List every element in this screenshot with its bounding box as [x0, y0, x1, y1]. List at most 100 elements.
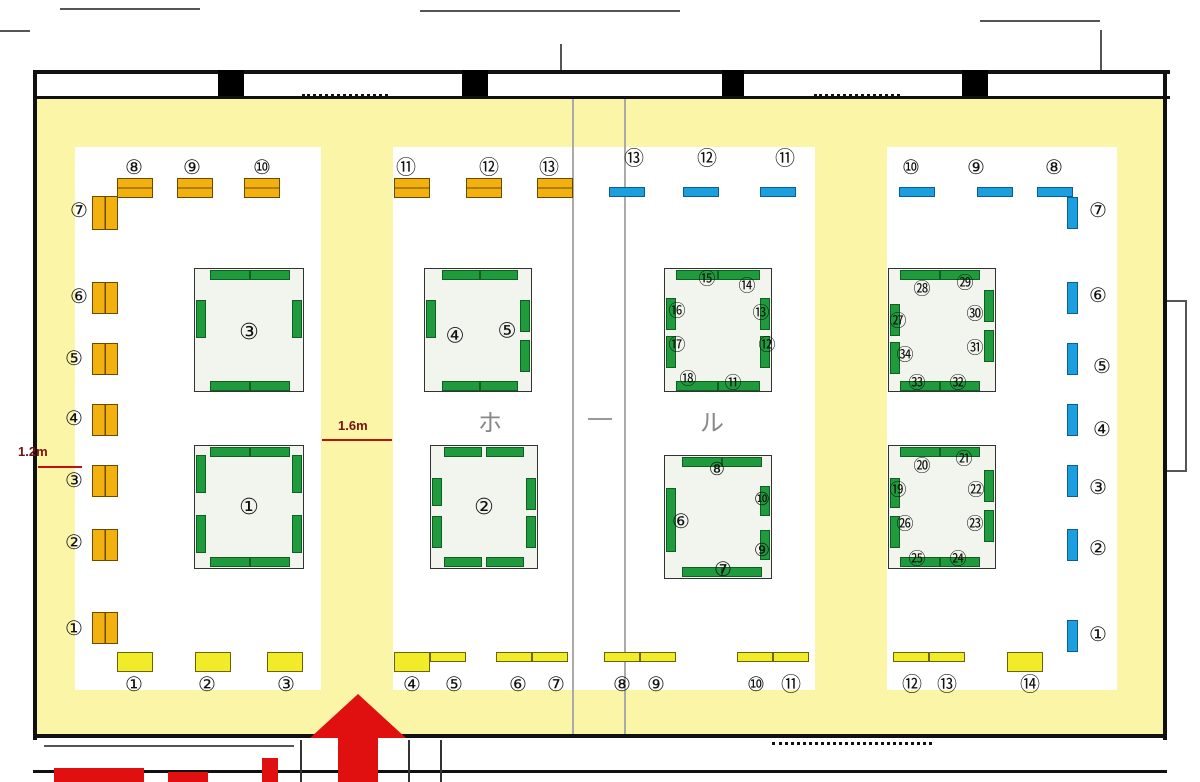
blue-table	[683, 187, 719, 197]
green-table	[526, 516, 536, 548]
outside-outline	[1167, 470, 1187, 472]
green-table	[210, 381, 250, 391]
wall-top	[36, 70, 1170, 74]
green-table	[520, 300, 530, 332]
orange-table	[537, 178, 573, 198]
green-table	[292, 455, 302, 493]
blue-number: ①	[1089, 622, 1107, 646]
orange-number: ①	[65, 616, 83, 640]
green-table	[682, 567, 722, 577]
island-number: ㉕	[908, 549, 926, 570]
island-number: ⑬	[752, 303, 770, 324]
hall-text-right: ル	[700, 409, 724, 437]
outside-outline	[980, 20, 1100, 22]
blue-number: ⑤	[1093, 354, 1111, 378]
outside-outline	[0, 30, 30, 32]
outside-outline	[420, 10, 680, 12]
island-number: ⑨	[753, 540, 771, 561]
orange-table	[244, 178, 280, 198]
green-table	[526, 478, 536, 510]
island-number: ㉝	[908, 373, 926, 394]
island-number: ㉔	[949, 549, 967, 570]
yellow-table	[737, 652, 773, 662]
aisle-center-right	[815, 99, 887, 734]
orange-table	[92, 343, 118, 375]
outside-outline	[1167, 300, 1187, 302]
island-number: ⑦	[714, 557, 732, 581]
green-table	[760, 530, 770, 560]
orange-number: ⑦	[70, 198, 88, 222]
island-number: ㉗	[889, 311, 907, 332]
green-table	[900, 447, 940, 457]
blue-table	[1067, 282, 1078, 314]
aisle-left	[37, 99, 75, 734]
green-table	[900, 270, 940, 280]
blue-table	[899, 187, 935, 197]
green-table	[196, 455, 206, 493]
yellow-table	[532, 652, 568, 662]
green-table	[940, 447, 980, 457]
green-table	[426, 300, 436, 338]
green-table	[432, 516, 442, 548]
green-table	[900, 557, 940, 567]
green-table	[480, 381, 518, 391]
island-number: ㉞	[896, 345, 914, 366]
green-table	[292, 300, 302, 338]
island-number: ㉜	[949, 373, 967, 394]
entrance-door-outline	[440, 740, 442, 782]
island-number: ⑤	[497, 318, 517, 343]
island-number: ㉙	[956, 273, 974, 294]
outside-outline	[60, 8, 200, 10]
green-table	[940, 557, 980, 567]
green-table	[210, 270, 250, 280]
orange-table	[92, 282, 118, 314]
green-table	[760, 298, 770, 330]
yellow-table	[430, 652, 466, 662]
wall-bottom-outer	[33, 770, 1167, 773]
blue-table	[977, 187, 1013, 197]
blue-table	[1037, 187, 1073, 197]
yellow-table	[117, 652, 153, 672]
orange-number: ⑬	[539, 155, 559, 179]
orange-table	[92, 529, 118, 561]
island-number: ㉑	[955, 449, 973, 470]
aisle-center-left	[321, 99, 393, 734]
island-3	[194, 268, 304, 392]
orange-number: ⑨	[183, 155, 201, 179]
island-11-18	[664, 268, 772, 392]
orange-table	[92, 196, 118, 230]
wall-top-inner	[36, 96, 1170, 99]
orange-number: ⑩	[253, 155, 271, 179]
hall-partition	[624, 99, 626, 734]
green-table	[486, 447, 524, 457]
green-table	[890, 304, 900, 336]
aisle-right	[1117, 99, 1163, 734]
orange-number: ③	[65, 468, 83, 492]
green-table	[442, 381, 480, 391]
blue-number: ⑪	[775, 146, 795, 170]
green-table	[984, 470, 994, 502]
green-table	[682, 457, 722, 467]
orange-number: ②	[65, 530, 83, 554]
blue-number: ⑬	[624, 146, 644, 170]
yellow-number: ⑪	[781, 672, 801, 696]
yellow-number: ③	[277, 672, 295, 696]
blue-number: ⑫	[697, 146, 717, 170]
green-table	[890, 342, 900, 374]
entrance-arrow-icon	[310, 694, 406, 782]
green-table	[722, 567, 762, 577]
side-aisle-width-label: 1.2m	[18, 444, 48, 459]
island-number: ⑯	[668, 301, 686, 322]
green-table	[444, 447, 482, 457]
wall-bottom	[33, 734, 1167, 738]
blue-table	[1067, 620, 1078, 652]
blue-table	[609, 187, 645, 197]
hall-partition	[572, 99, 574, 734]
yellow-number: ⑬	[937, 672, 957, 696]
outside-outline	[560, 44, 562, 70]
orange-table	[117, 178, 153, 198]
yellow-table	[929, 652, 965, 662]
wall-left	[33, 70, 37, 740]
green-table	[890, 516, 900, 548]
